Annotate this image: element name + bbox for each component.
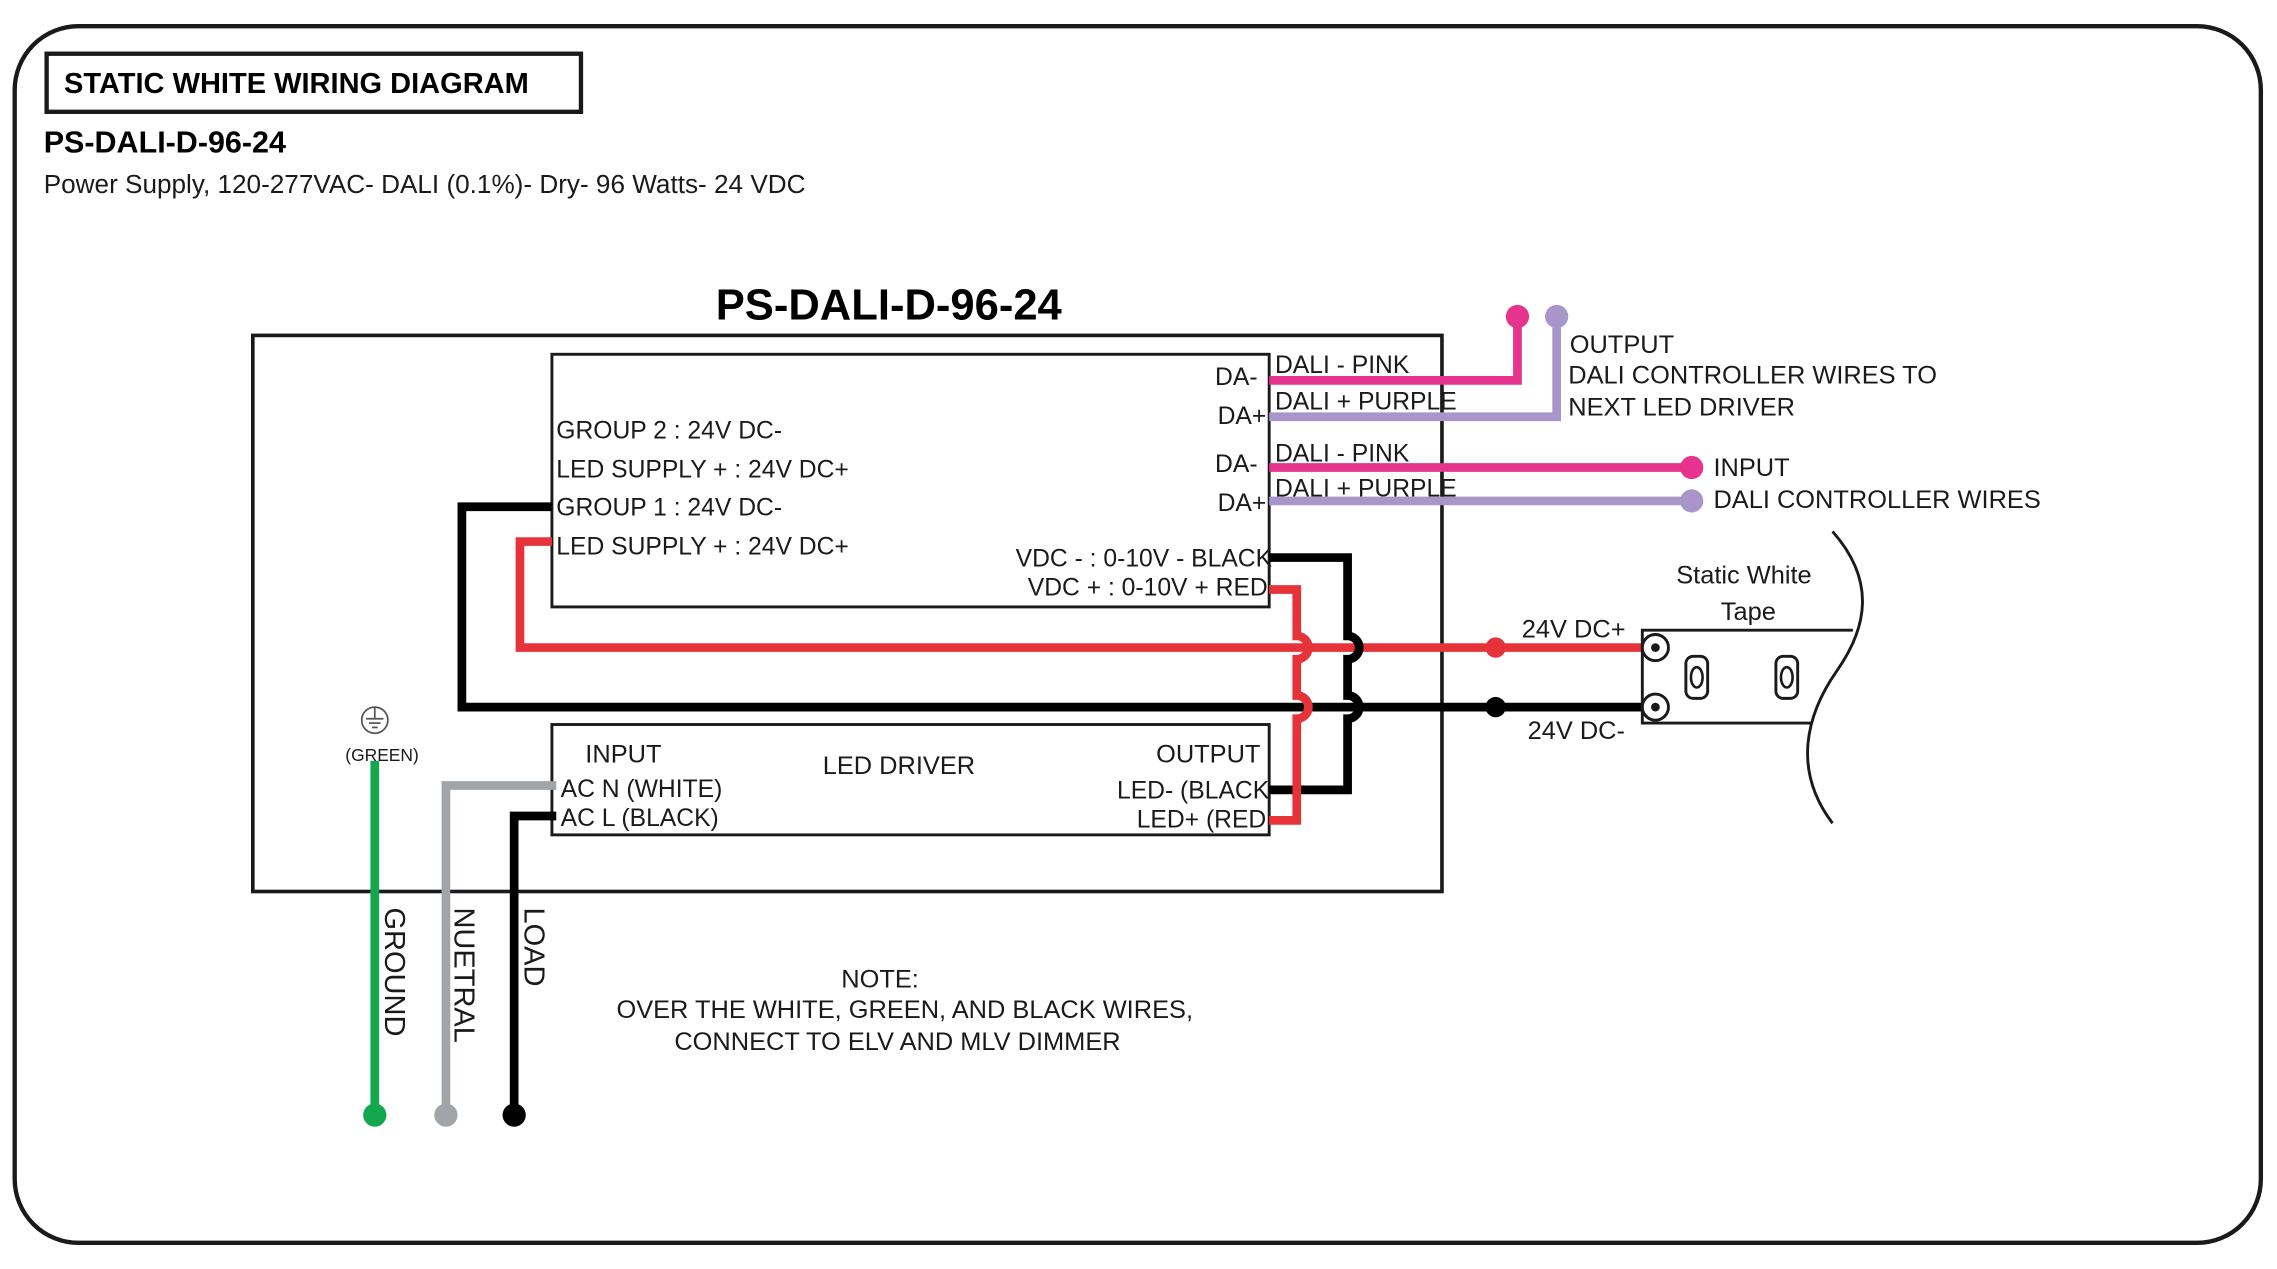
output-dali-pink-end xyxy=(1505,304,1530,329)
output-da-plus-label: DA+ xyxy=(1218,403,1267,430)
page-frame xyxy=(12,23,2264,1246)
input-dali-purple-end xyxy=(1680,489,1704,513)
ground-wire-end xyxy=(363,1103,387,1127)
dali-module-box xyxy=(550,352,1271,609)
output-pink-wire-label: DALI - PINK xyxy=(1275,352,1410,379)
ground-icon-ring xyxy=(360,706,389,735)
vdc-negative-wire xyxy=(1269,553,1364,795)
led-chip-1-lens xyxy=(1689,665,1704,689)
note-line-2: CONNECT TO ELV AND MLV DIMMER xyxy=(674,1028,1120,1056)
neutral-lead-label: NUETRAL xyxy=(448,907,480,1042)
ac-l-label: AC L (BLACK) xyxy=(561,805,719,832)
vdc-minus-label: VDC - : 0-10V - BLACK xyxy=(1016,545,1273,572)
group1-label: GROUP 1 : 24V DC- xyxy=(556,494,782,521)
ground-icon xyxy=(360,706,389,735)
led-supply-1-label: LED SUPPLY + : 24V DC+ xyxy=(556,534,849,561)
output-note-line-2: DALI CONTROLLER WIRES TO xyxy=(1568,361,1937,389)
tape-positive-terminal-dot xyxy=(1651,643,1660,652)
neutral-wire-end xyxy=(434,1103,458,1127)
load-lead-label: LOAD xyxy=(517,907,549,986)
vdc-positive-wire xyxy=(1269,585,1313,825)
note-heading: NOTE: xyxy=(841,965,919,993)
group1-negative-wire xyxy=(457,502,1656,712)
ground-lead-label: GROUND xyxy=(378,907,410,1036)
led-chip-icon xyxy=(1684,654,1710,700)
load-wire xyxy=(509,811,557,1116)
group1-positive-wire xyxy=(515,537,1656,652)
group2-label: GROUP 2 : 24V DC- xyxy=(556,417,782,444)
output-purple-wire-label: DALI + PURPLE xyxy=(1275,388,1457,415)
tape-title-line-1: Static White xyxy=(1676,562,1811,590)
output-note-line-3: NEXT LED DRIVER xyxy=(1568,393,1795,421)
led-plus-label: LED+ (RED xyxy=(1137,807,1267,834)
led-supply-2-label: LED SUPPLY + : 24V DC+ xyxy=(556,457,849,484)
led-chip-2-lens xyxy=(1779,665,1794,689)
led-driver-output-label: OUTPUT xyxy=(1156,740,1260,768)
led-driver-title: LED DRIVER xyxy=(823,752,975,780)
tape-positive-junction xyxy=(1485,637,1506,658)
tape-dc-plus-label: 24V DC+ xyxy=(1522,615,1626,643)
model-number: PS-DALI-D-96-24 xyxy=(44,125,286,159)
tape-cut-edge xyxy=(1806,530,1864,825)
vdc-plus-label: VDC + : 0-10V + RED xyxy=(1028,574,1268,601)
input-note-line-2: DALI CONTROLLER WIRES xyxy=(1713,486,2040,514)
led-driver-box xyxy=(550,723,1271,837)
output-dali-purple-wire xyxy=(1269,316,1562,422)
power-supply-title: PS-DALI-D-96-24 xyxy=(716,281,1062,329)
led-chip-icon xyxy=(1774,654,1800,700)
tape-negative-terminal-dot xyxy=(1651,702,1660,712)
tape-negative-junction xyxy=(1485,696,1506,718)
output-dali-purple-end xyxy=(1545,304,1569,329)
power-supply-enclosure xyxy=(250,333,1444,894)
output-dali-pink-wire xyxy=(1269,316,1522,385)
output-da-minus-label: DA- xyxy=(1215,364,1257,391)
input-pink-wire-label: DALI - PINK xyxy=(1275,441,1410,468)
ac-n-label: AC N (WHITE) xyxy=(561,776,723,803)
tape-outline xyxy=(1640,628,1853,725)
note-line-1: OVER THE WHITE, GREEN, AND BLACK WIRES, xyxy=(616,996,1193,1024)
input-da-plus-label: DA+ xyxy=(1218,490,1267,517)
input-da-minus-label: DA- xyxy=(1215,451,1257,478)
model-description: Power Supply, 120-277VAC- DALI (0.1%)- D… xyxy=(44,169,806,199)
input-note-line-1: INPUT xyxy=(1713,454,1789,482)
ground-terminal-label: (GREEN) xyxy=(345,745,419,765)
led-driver-input-label: INPUT xyxy=(585,740,661,768)
led-minus-label: LED- (BLACK xyxy=(1117,778,1270,805)
input-purple-wire-label: DALI + PURPLE xyxy=(1275,476,1457,503)
load-wire-end xyxy=(502,1103,526,1127)
output-note-line-1: OUTPUT xyxy=(1570,331,1674,359)
neutral-wire xyxy=(441,781,557,1116)
led-chip-1-body xyxy=(1684,654,1710,700)
title-box xyxy=(44,51,584,114)
tape-title-line-2: Tape xyxy=(1721,598,1776,626)
diagram-title: STATIC WHITE WIRING DIAGRAM xyxy=(64,68,529,100)
static-white-tape xyxy=(1640,530,1864,825)
tape-dc-minus-label: 24V DC- xyxy=(1528,717,1625,745)
input-dali-pink-end xyxy=(1680,455,1704,480)
led-chip-2-body xyxy=(1774,654,1800,700)
